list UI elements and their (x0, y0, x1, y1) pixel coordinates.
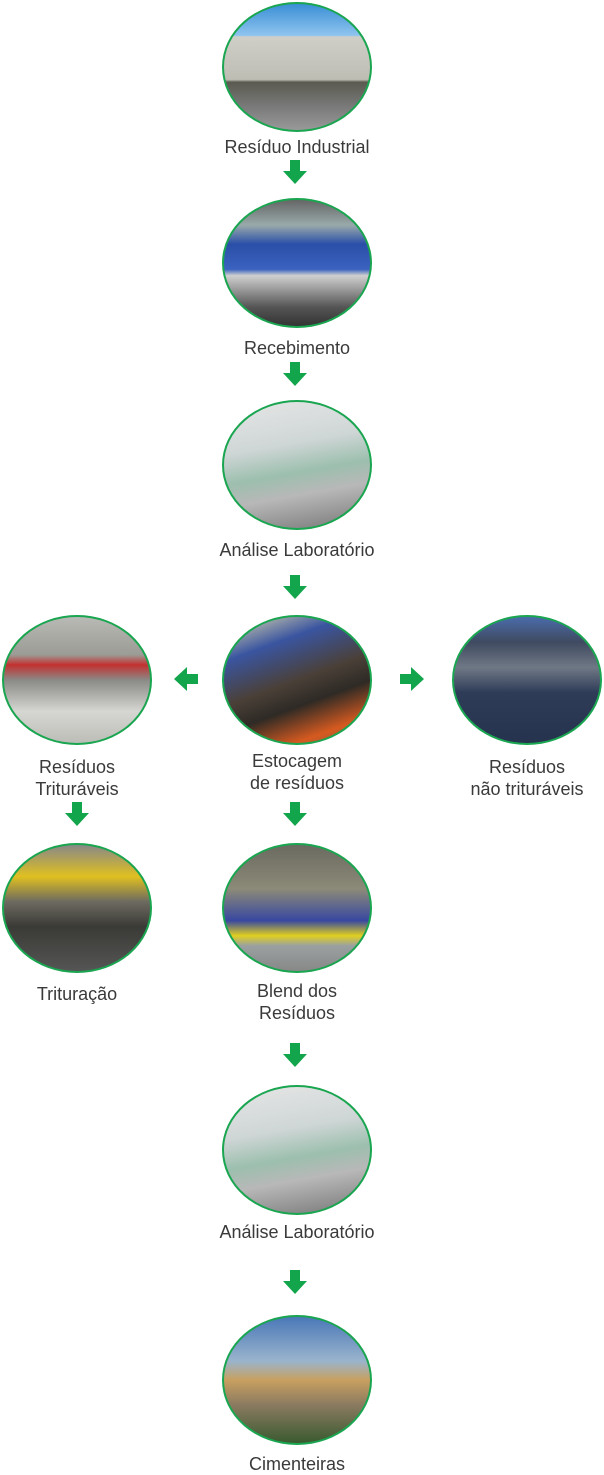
node-label-residuos-nao-trituraveis: Resíduos não trituráveis (470, 757, 584, 799)
excavator-photo (2, 843, 152, 973)
laboratory-photo (222, 400, 372, 530)
warehouse-photo (222, 198, 372, 328)
node-label-cimenteiras: Cimenteiras (248, 1454, 346, 1474)
arrow-down-icon (283, 802, 307, 826)
arrow-left-icon (174, 667, 198, 691)
node-label-analise-laboratorio-2: Análise Laboratório (219, 1222, 375, 1242)
arrow-right-icon (400, 667, 424, 691)
laboratory-photo (222, 1085, 372, 1215)
arrow-down-icon (283, 1270, 307, 1294)
node-label-residuos-trituraveis: Resíduos Trituráveis (35, 757, 119, 799)
node-label-estocagem: Estocagem de resíduos (249, 751, 345, 793)
factory-photo (222, 2, 372, 132)
node-label-analise-laboratorio-1: Análise Laboratório (219, 540, 375, 560)
arrow-down-icon (283, 160, 307, 184)
shredder-photo (2, 615, 152, 745)
node-label-trituracao: Trituração (36, 984, 118, 1004)
node-label-residuo-industrial: Resíduo Industrial (224, 137, 370, 157)
blend-photo (222, 843, 372, 973)
arrow-down-icon (283, 575, 307, 599)
arrow-down-icon (283, 1043, 307, 1067)
cement-plant-photo (222, 1315, 372, 1445)
arrow-down-icon (65, 802, 89, 826)
arrow-down-icon (283, 362, 307, 386)
storage-drums-photo (222, 615, 372, 745)
node-label-recebimento: Recebimento (243, 338, 351, 358)
node-label-blend: Blend dos Resíduos (256, 981, 338, 1023)
containers-photo (452, 615, 602, 745)
